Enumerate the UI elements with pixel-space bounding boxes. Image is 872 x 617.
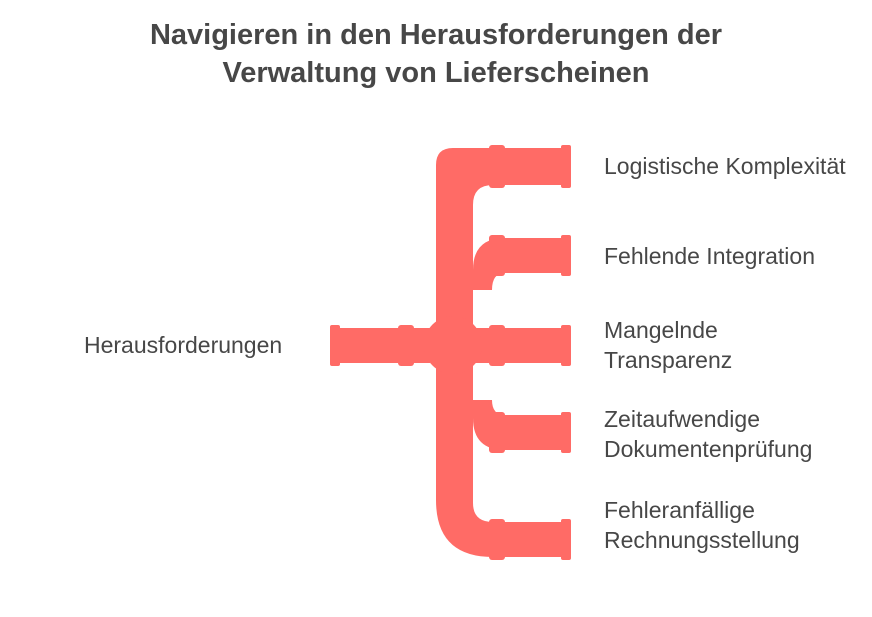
flange-input-mid <box>398 325 414 366</box>
flange-2-a <box>489 235 505 276</box>
branch-2-line-1: Fehlende Integration <box>604 243 815 269</box>
flange-1-end <box>561 145 571 188</box>
root-label: Herausforderungen <box>84 330 282 360</box>
branch-label-5: Fehleranfällige Rechnungsstellung <box>604 495 800 555</box>
input-pipe <box>330 328 430 363</box>
branch-3-line-1: Mangelnde <box>604 317 718 343</box>
flange-5-a <box>489 519 505 560</box>
title-line-2: Verwaltung von Lieferscheinen <box>222 57 650 89</box>
branch-label-1: Logistische Komplexität <box>604 151 846 181</box>
branch-pipe-2 <box>473 238 570 290</box>
branch-label-3: Mangelnde Transparenz <box>604 315 732 375</box>
branch-5-line-2: Rechnungsstellung <box>604 527 800 553</box>
branch-label-2: Fehlende Integration <box>604 241 815 271</box>
branch-1-line-1: Logistische Komplexität <box>604 153 846 179</box>
flange-5-end <box>561 519 571 560</box>
title-line-1: Navigieren in den Herausforderungen der <box>149 19 723 51</box>
flange-3-a <box>489 325 505 366</box>
flange-4-end <box>561 412 571 453</box>
flange-3-end <box>561 325 571 366</box>
page-title: Navigieren in den Herausforderungen der … <box>0 16 872 92</box>
branch-pipe-4 <box>473 400 570 450</box>
flange-1-a <box>489 145 505 188</box>
trunk-pipe <box>436 148 570 557</box>
branch-3-line-2: Transparenz <box>604 347 733 373</box>
branch-4-line-2: Dokumentenprüfung <box>604 436 813 462</box>
junction <box>424 316 482 374</box>
root-label-text: Herausforderungen <box>84 332 283 358</box>
flange-4-a <box>489 412 505 453</box>
branch-5-line-1: Fehleranfällige <box>604 497 755 523</box>
branch-label-4: Zeitaufwendige Dokumentenprüfung <box>604 404 812 464</box>
flange-2-end <box>561 235 571 276</box>
flange-input-left <box>330 325 340 366</box>
branch-4-line-1: Zeitaufwendige <box>604 406 760 432</box>
